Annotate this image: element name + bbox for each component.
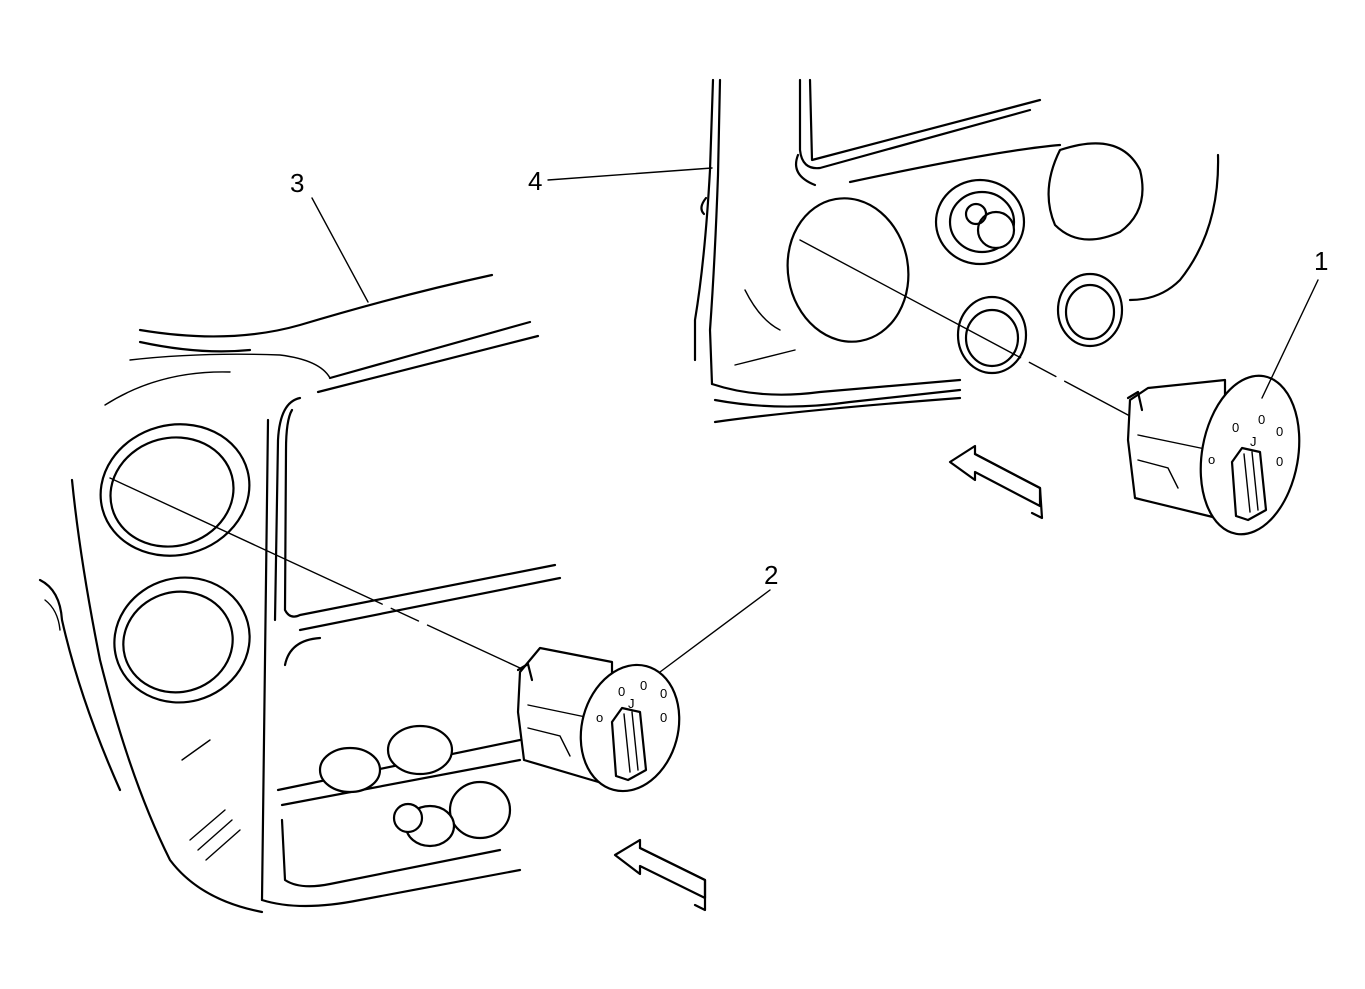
panel-lower-controls [318, 724, 512, 848]
callout-leader-4 [547, 167, 713, 181]
dial-marking: 0 [660, 686, 667, 701]
dial-marking: J [1250, 434, 1257, 449]
dial-marking: 0 [1232, 420, 1239, 435]
headlamp-switch-2: 0 0 0 J 0 o [516, 646, 681, 793]
dial-marking: 0 [1258, 412, 1265, 427]
dial-marking: J [628, 696, 635, 711]
dial-marking: 0 [640, 678, 647, 693]
dial-marking: o [596, 710, 603, 725]
panel-opening-upper-left [99, 423, 251, 557]
panel-opening-lower-left [113, 576, 251, 704]
headlamp-switch-1: 0 0 0 J 0 o [1126, 374, 1301, 536]
callout-leader-3 [311, 197, 369, 303]
dial-marking: 0 [660, 710, 667, 725]
dial-marking: 0 [1276, 424, 1283, 439]
callout-leader-2 [659, 589, 771, 673]
instrument-panel-right-view [693, 78, 1220, 424]
callout-3: 3 [290, 168, 304, 198]
dial-marking: 0 [618, 684, 625, 699]
callout-4: 4 [528, 166, 542, 196]
callout-leader-1 [1261, 279, 1319, 399]
dial-marking: 0 [1276, 454, 1283, 469]
alignment-line-2 [109, 477, 521, 669]
dial-marking: o [1208, 452, 1215, 467]
install-direction-arrow-right [948, 444, 1044, 520]
install-direction-arrow-left [613, 838, 707, 912]
callout-1: 1 [1314, 246, 1328, 276]
callout-2: 2 [764, 560, 778, 590]
alignment-line-1 [799, 239, 1129, 416]
